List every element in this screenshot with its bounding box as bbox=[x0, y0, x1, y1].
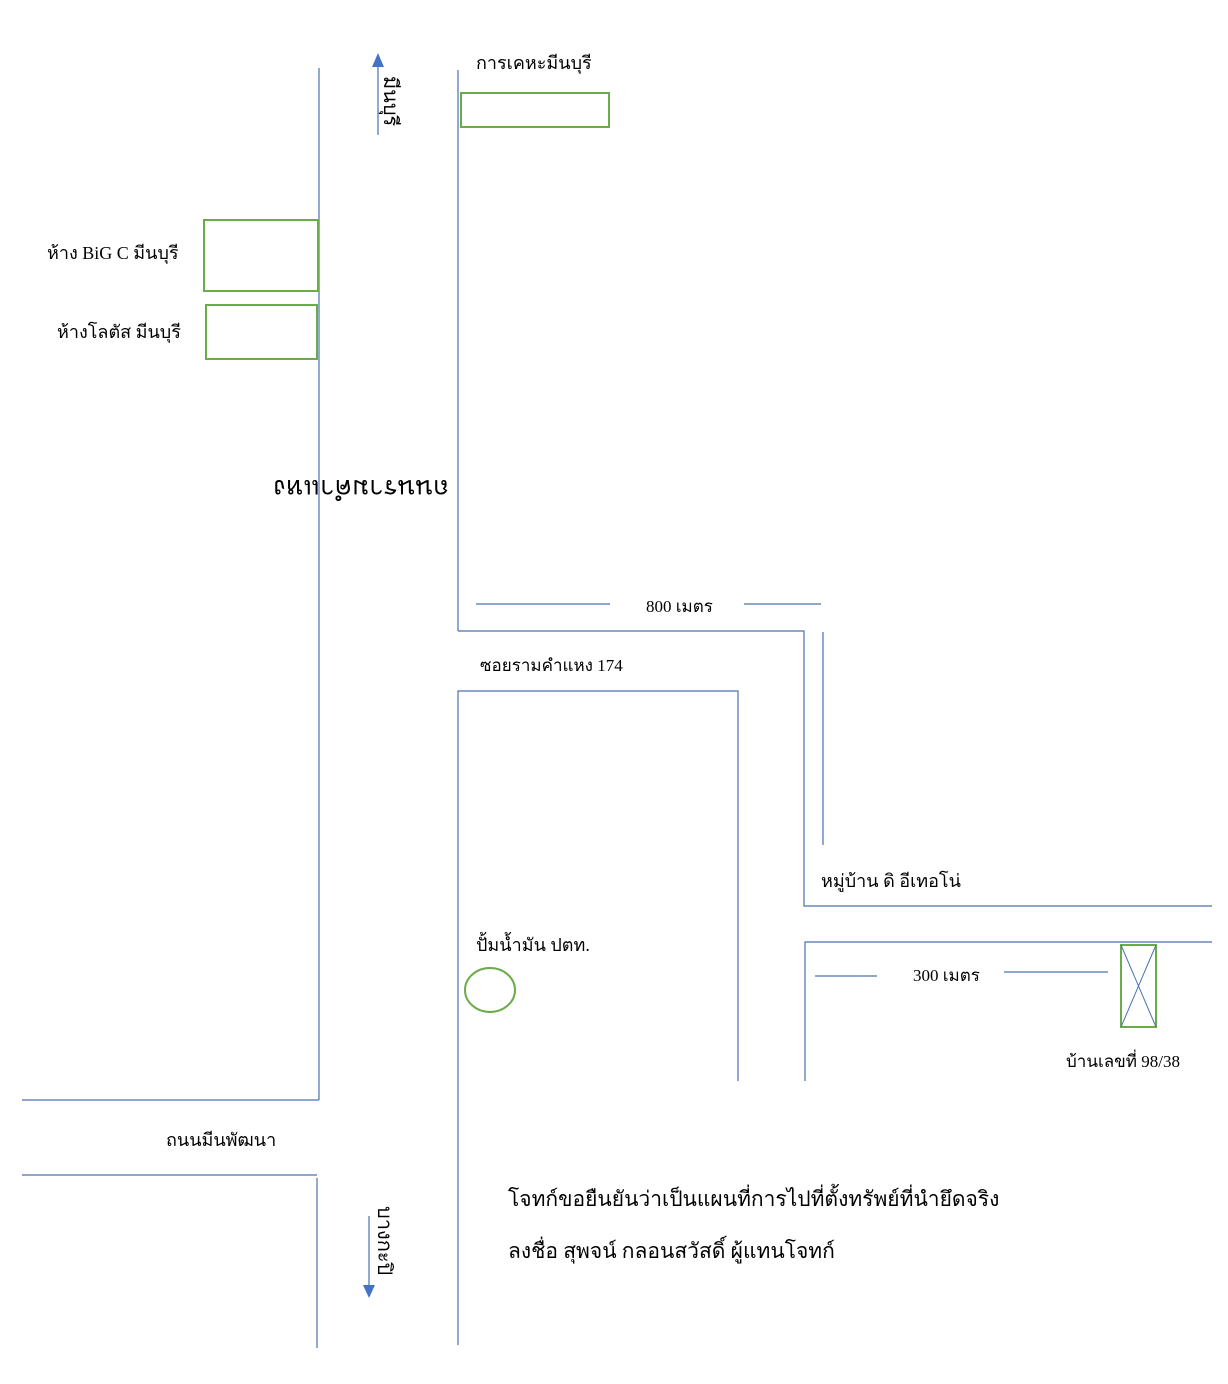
village-label: หมู่บ้าน ดิ อีเทอโน่ bbox=[821, 871, 961, 891]
bigc-label: ห้าง BiG C มีนบุรี bbox=[47, 243, 179, 263]
direction-down-label: บางกะปิ bbox=[373, 1206, 395, 1276]
arrow-up-icon bbox=[372, 53, 384, 67]
distance-800-label: 800 เมตร bbox=[646, 597, 713, 616]
soi-label: ซอยรามคำแหง 174 bbox=[480, 656, 623, 675]
soi-inner-edge bbox=[457, 690, 739, 1345]
confirmation-line-2: ลงชื่อ สุพจน์ กลอนสวัสดิ์ ผู้แทนโจทก์ bbox=[508, 1239, 835, 1263]
road-ramkhamhaeng-label: ถนนรามคำแหง bbox=[273, 474, 449, 503]
road-minphatthana-label: ถนนมีนพัฒนา bbox=[166, 1130, 277, 1150]
market-box bbox=[460, 92, 610, 128]
house-box bbox=[1120, 944, 1157, 1028]
soi-upper-edge bbox=[458, 630, 1212, 907]
village-road-lower bbox=[804, 941, 1212, 1081]
distance-300-label: 300 เมตร bbox=[913, 966, 980, 985]
gas-station-icon bbox=[464, 967, 516, 1013]
confirmation-line-1: โจทก์ขอยืนยันว่าเป็นแผนที่การไปที่ตั้งทร… bbox=[508, 1187, 1000, 1211]
arrow-down-icon bbox=[363, 1285, 375, 1298]
direction-up-label: มีนบุรี bbox=[379, 76, 401, 127]
market-label: การเคหะมีนบุรี bbox=[476, 53, 592, 73]
house-cross-icon bbox=[1120, 944, 1157, 1028]
lotus-box bbox=[205, 304, 318, 360]
house-label: บ้านเลขที่ 98/38 bbox=[1066, 1052, 1180, 1071]
lotus-label: ห้างโลตัส มีนบุรี bbox=[57, 322, 181, 342]
gas-station-label: ปั้มน้ำมัน ปตท. bbox=[476, 935, 590, 955]
bigc-box bbox=[203, 219, 319, 292]
